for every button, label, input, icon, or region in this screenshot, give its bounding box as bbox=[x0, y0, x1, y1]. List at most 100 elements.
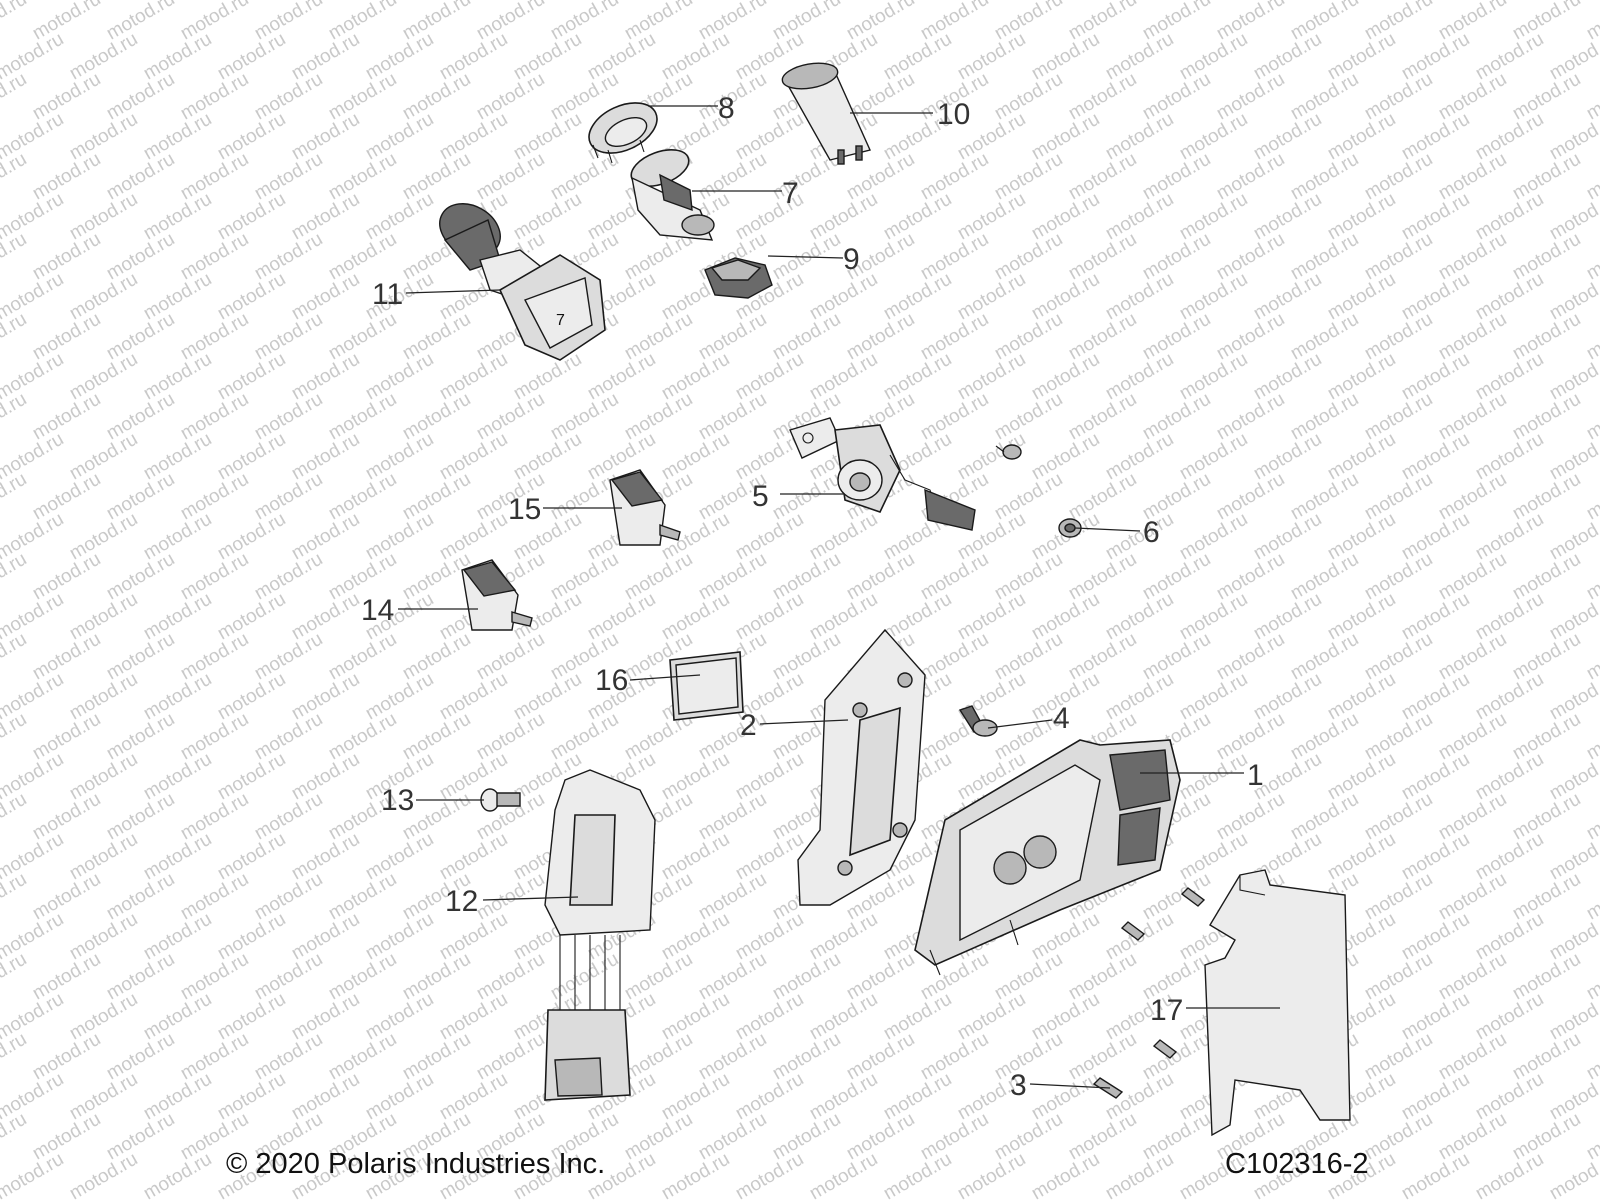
watermark-text: motod.ru bbox=[214, 29, 289, 85]
watermark-text: motod.ru bbox=[1176, 269, 1251, 325]
watermark-text: motod.ru bbox=[880, 1149, 955, 1200]
watermark-text: motod.ru bbox=[695, 1029, 770, 1085]
watermark-text: motod.ru bbox=[695, 149, 770, 205]
part-16-pad[interactable] bbox=[669, 651, 744, 721]
part-1-ecu[interactable] bbox=[914, 739, 1181, 976]
watermark-text: motod.ru bbox=[140, 589, 215, 645]
watermark-text: motod.ru bbox=[325, 709, 400, 765]
watermark-text: motod.ru bbox=[177, 949, 252, 1005]
watermark-text: motod.ru bbox=[732, 349, 807, 405]
watermark-text: motod.ru bbox=[991, 469, 1066, 525]
watermark-text: motod.ru bbox=[1250, 189, 1325, 245]
part-7-switch-body[interactable] bbox=[626, 143, 715, 241]
watermark-text: motod.ru bbox=[1472, 429, 1547, 485]
watermark-text: motod.ru bbox=[399, 709, 474, 765]
watermark-text: motod.ru bbox=[1287, 789, 1362, 845]
watermark-text: motod.ru bbox=[732, 1069, 807, 1125]
watermark-text: motod.ru bbox=[29, 389, 104, 445]
watermark-text: motod.ru bbox=[1398, 509, 1473, 565]
watermark-text: motod.ru bbox=[1213, 549, 1288, 605]
callout-labels: 1 2 3 4 5 6 7 8 9 10 11 12 13 14 15 16 1… bbox=[361, 92, 1264, 1102]
watermark-text: motod.ru bbox=[177, 549, 252, 605]
watermark-text: motod.ru bbox=[732, 909, 807, 965]
watermark-text: motod.ru bbox=[1102, 349, 1177, 405]
watermark-text: motod.ru bbox=[1102, 109, 1177, 165]
watermark-text: motod.ru bbox=[177, 309, 252, 365]
watermark-text: motod.ru bbox=[547, 549, 622, 605]
part-11-ignition-switch[interactable]: 7 bbox=[430, 193, 606, 361]
watermark-text: motod.ru bbox=[140, 1069, 215, 1125]
watermark-text: motod.ru bbox=[325, 629, 400, 685]
watermark-text: motod.ru bbox=[1472, 1149, 1547, 1200]
part-5-bolt[interactable] bbox=[995, 444, 1022, 460]
watermark-text: motod.ru bbox=[1102, 589, 1177, 645]
watermark-text: motod.ru bbox=[1102, 669, 1177, 725]
watermark-text: motod.ru bbox=[1361, 149, 1436, 205]
watermark-text: motod.ru bbox=[1213, 469, 1288, 525]
watermark-text: motod.ru bbox=[1176, 29, 1251, 85]
part-8-ring-nut[interactable] bbox=[581, 93, 665, 164]
watermark-text: motod.ru bbox=[1509, 869, 1584, 925]
watermark-text: motod.ru bbox=[214, 749, 289, 805]
watermark-text: motod.ru bbox=[0, 309, 30, 365]
watermark-text: motod.ru bbox=[1139, 1029, 1214, 1085]
watermark-text: motod.ru bbox=[66, 189, 141, 245]
watermark-text: motod.ru bbox=[1509, 629, 1584, 685]
watermark-text: motod.ru bbox=[214, 989, 289, 1045]
watermark-text: motod.ru bbox=[1287, 309, 1362, 365]
watermark-text: motod.ru bbox=[1065, 549, 1140, 605]
part-14-relay[interactable] bbox=[461, 559, 533, 631]
watermark-text: motod.ru bbox=[954, 589, 1029, 645]
watermark-text: motod.ru bbox=[0, 1029, 30, 1085]
watermark-text: motod.ru bbox=[140, 349, 215, 405]
watermark-text: motod.ru bbox=[473, 869, 548, 925]
part-15-relay[interactable] bbox=[609, 469, 681, 546]
watermark-text: motod.ru bbox=[0, 789, 30, 845]
callout-14: 14 bbox=[361, 594, 394, 627]
watermark-text: motod.ru bbox=[362, 909, 437, 965]
watermark-text: motod.ru bbox=[251, 389, 326, 445]
watermark-text: motod.ru bbox=[288, 669, 363, 725]
watermark-text: motod.ru bbox=[547, 149, 622, 205]
watermark-text: motod.ru bbox=[103, 949, 178, 1005]
watermark-text: motod.ru bbox=[1028, 29, 1103, 85]
watermark-text: motod.ru bbox=[0, 469, 30, 525]
watermark-text: motod.ru bbox=[399, 149, 474, 205]
part-10-relay[interactable] bbox=[780, 59, 871, 165]
part-17-cover[interactable] bbox=[1204, 869, 1351, 1137]
watermark-text: motod.ru bbox=[66, 589, 141, 645]
watermark-text: motod.ru bbox=[1324, 109, 1399, 165]
watermark-text: motod.ru bbox=[1472, 189, 1547, 245]
part-9-hex-nut[interactable] bbox=[704, 257, 773, 299]
watermark-text: motod.ru bbox=[1361, 389, 1436, 445]
leader-6 bbox=[1074, 527, 1141, 532]
leader-11 bbox=[405, 289, 501, 294]
watermark-text: motod.ru bbox=[362, 829, 437, 885]
watermark-text: motod.ru bbox=[214, 189, 289, 245]
watermark-text: motod.ru bbox=[1139, 309, 1214, 365]
callout-7: 7 bbox=[782, 177, 799, 210]
watermark-text: motod.ru bbox=[658, 989, 733, 1045]
watermark-text: motod.ru bbox=[1435, 1109, 1510, 1165]
watermark-text: motod.ru bbox=[177, 629, 252, 685]
watermark-text: motod.ru bbox=[806, 1149, 881, 1200]
watermark-text: motod.ru bbox=[1324, 589, 1399, 645]
part-2-bracket[interactable] bbox=[797, 628, 926, 906]
watermark-text: motod.ru bbox=[695, 549, 770, 605]
watermark-text: motod.ru bbox=[1324, 509, 1399, 565]
part-5-sensor[interactable] bbox=[789, 417, 976, 531]
watermark-text: motod.ru bbox=[288, 909, 363, 965]
watermark-text: motod.ru bbox=[66, 1149, 141, 1200]
watermark-text: motod.ru bbox=[1472, 749, 1547, 805]
watermark-text: motod.ru bbox=[1509, 949, 1584, 1005]
watermark-text: motod.ru bbox=[140, 909, 215, 965]
part-4-push-rivet[interactable] bbox=[958, 705, 998, 737]
watermark-text: motod.ru bbox=[325, 389, 400, 445]
watermark-text: motod.ru bbox=[1398, 1149, 1473, 1200]
watermark-text: motod.ru bbox=[1028, 989, 1103, 1045]
watermark-text: motod.ru bbox=[658, 749, 733, 805]
part-12-harness-module[interactable] bbox=[544, 769, 656, 1101]
watermark-text: motod.ru bbox=[103, 389, 178, 445]
part-13-screw[interactable] bbox=[480, 788, 521, 812]
